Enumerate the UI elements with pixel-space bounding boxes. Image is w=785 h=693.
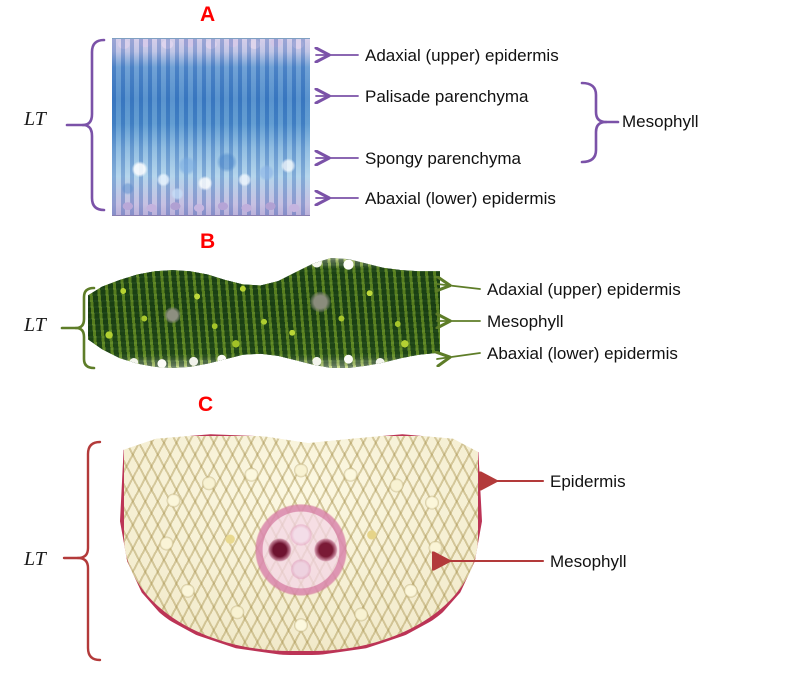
panel-a-mesophyll-brace [580,81,620,164]
panel-letter-c: C [198,393,214,416]
panel-a-micrograph [112,38,310,216]
panel-b-annotation-mesophyll: Mesophyll [487,312,564,331]
panel-c-annotation-mesophyll: Mesophyll [550,552,627,571]
panel-b-leader-arrows [437,284,481,359]
panel-a-lt-brace [65,38,106,212]
panel-a-thickness-label: LT [24,108,46,130]
panel-c-annotation-epidermis: Epidermis [550,472,626,491]
panel-letter-b: B [200,230,216,253]
panel-a-leader-arrows [316,55,359,198]
panel-a-annotation-mesophyll: Mesophyll [622,112,699,131]
panel-c-lt-brace [62,440,102,662]
panel-a-annotation-abaxial-epidermis: Abaxial (lower) epidermis [365,189,556,208]
panel-a-annotation-spongy-parenchyma: Spongy parenchyma [365,149,521,168]
panel-c-thickness-label: LT [24,548,46,570]
panel-letter-a: A [200,3,216,26]
panel-b-thickness-label: LT [24,314,46,336]
panel-c-micrograph [120,434,482,655]
panel-b-annotation-adaxial-epidermis: Adaxial (upper) epidermis [487,280,681,299]
panel-b-annotation-abaxial-epidermis: Abaxial (lower) epidermis [487,344,678,363]
panel-a-annotation-palisade-parenchyma: Palisade parenchyma [365,87,529,106]
panel-a-annotation-adaxial-epidermis: Adaxial (upper) epidermis [365,46,559,65]
panel-b-micrograph [88,258,440,368]
